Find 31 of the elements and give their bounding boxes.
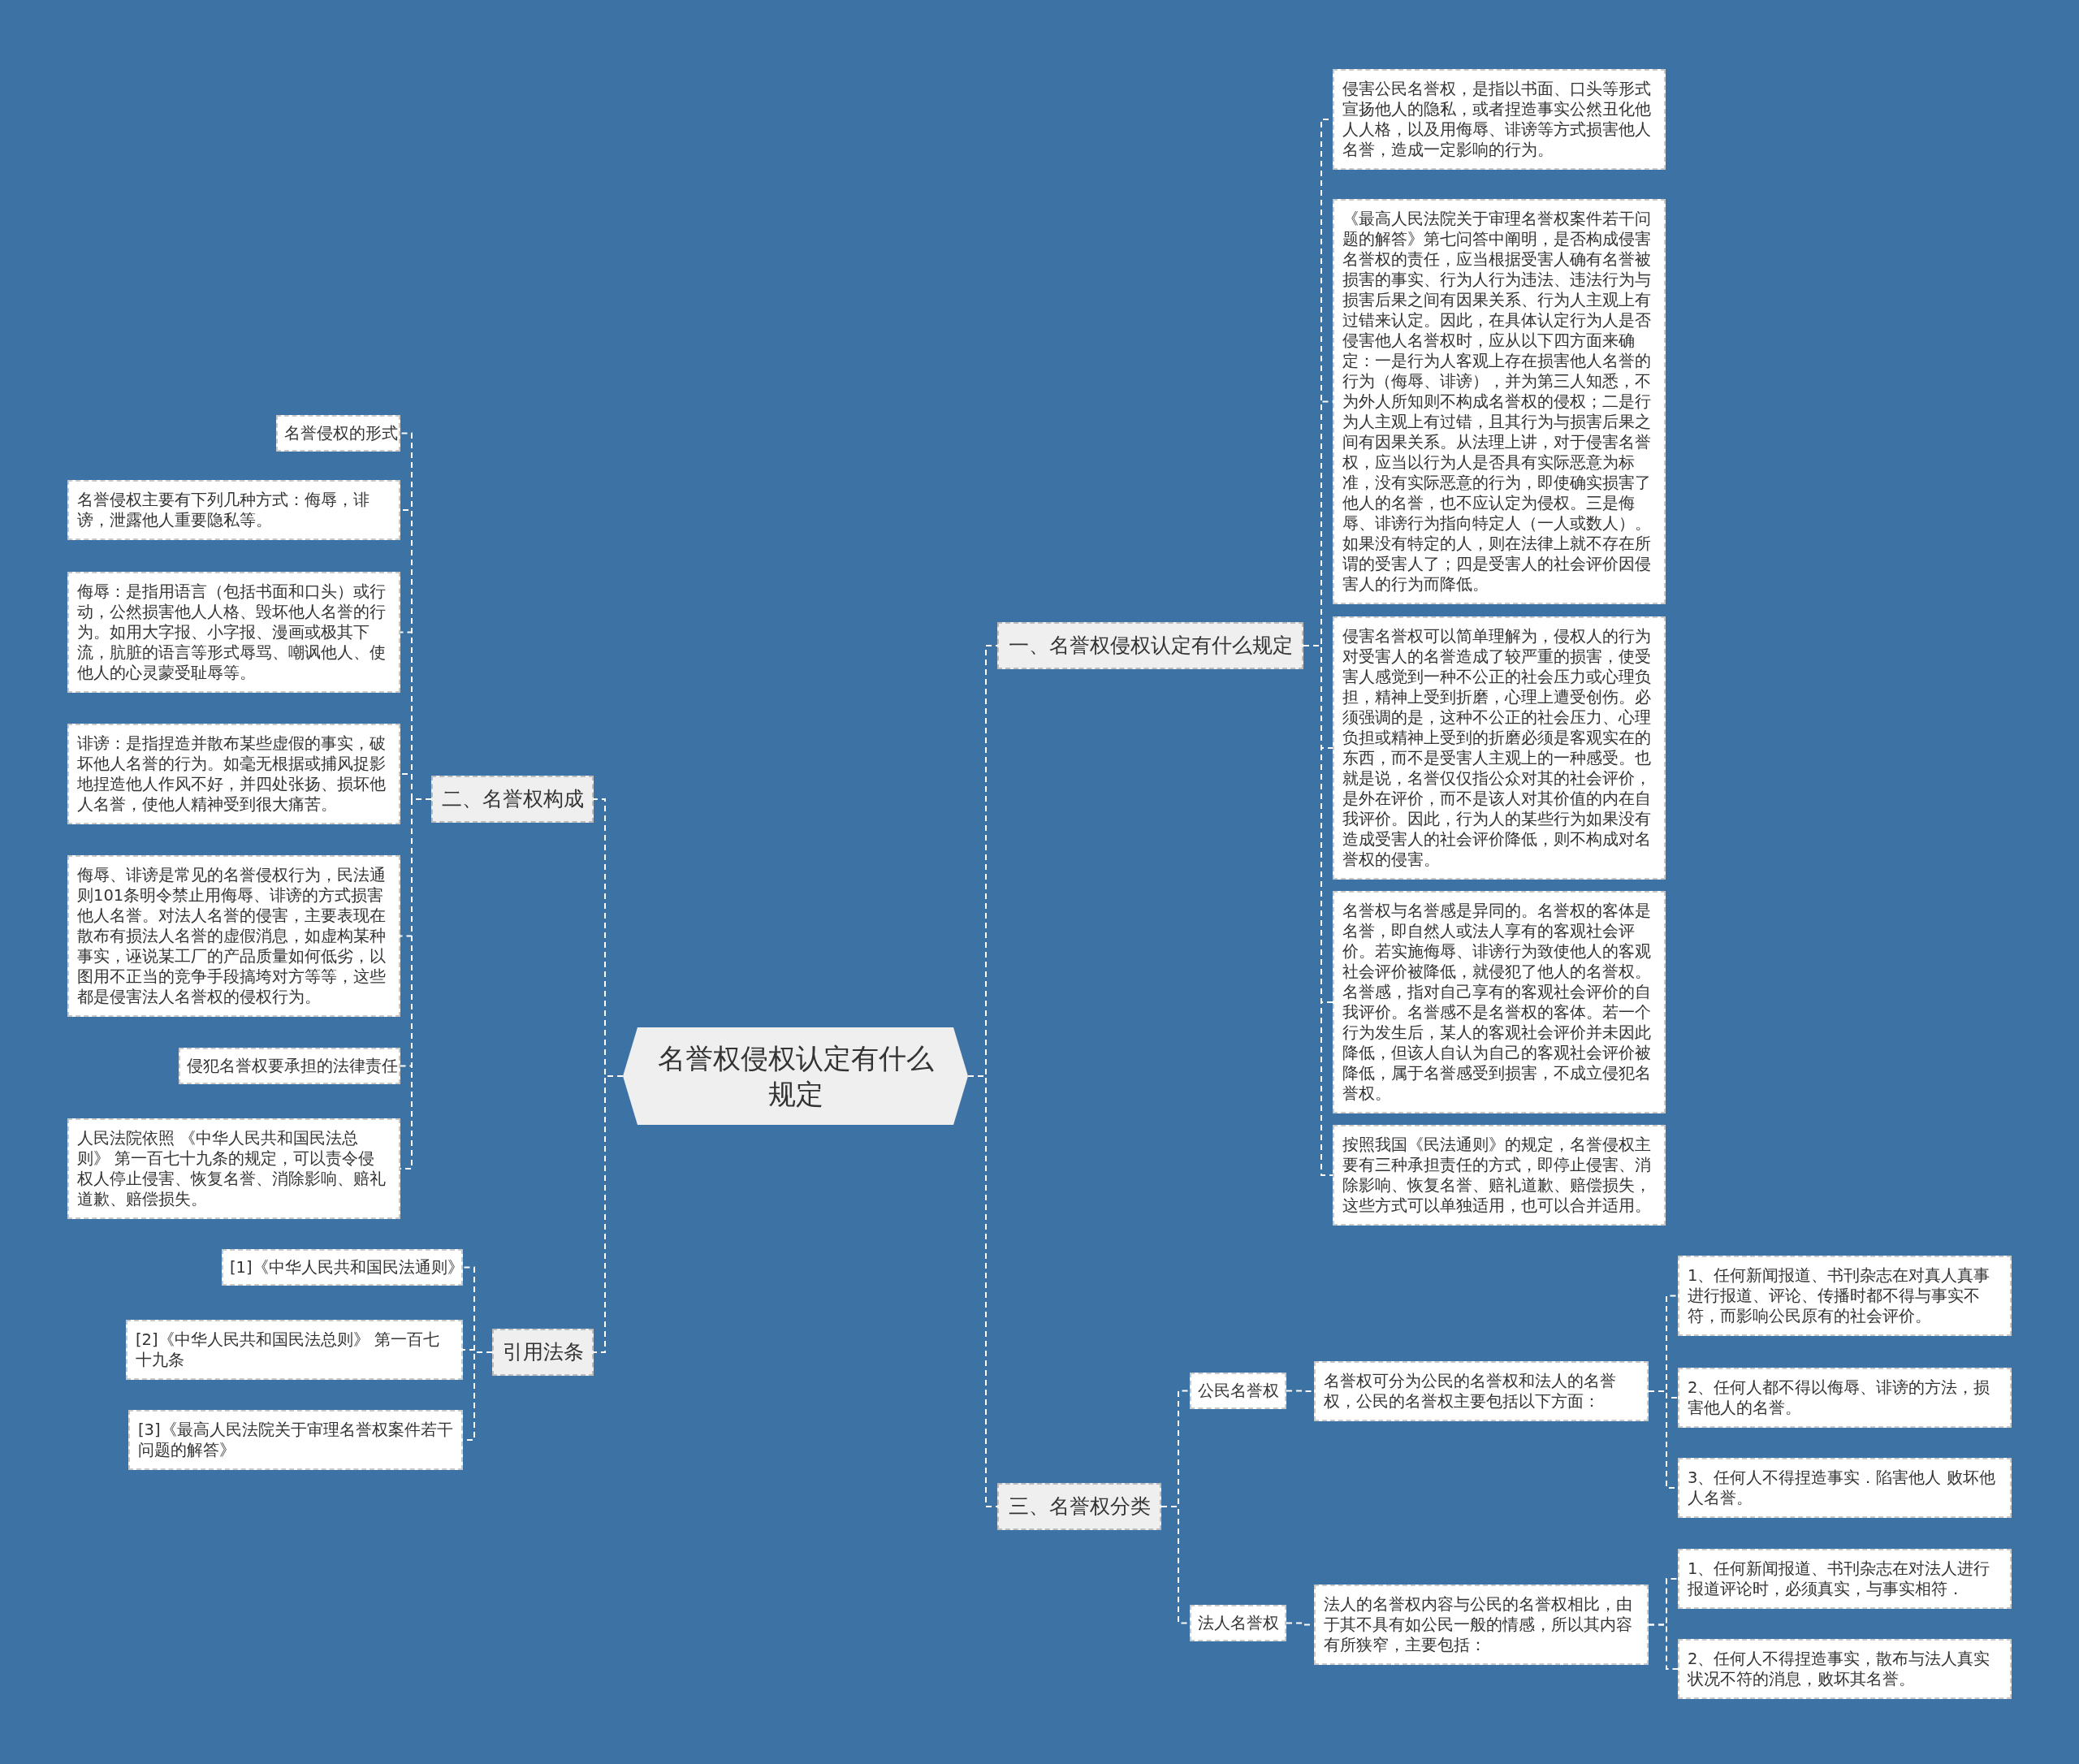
- text-box: 3、任何人不得捏造事实．陷害他人 败坏他人名誉。: [1678, 1458, 2012, 1518]
- subtopic-box: 公民名誉权: [1190, 1373, 1286, 1409]
- text-box: 侵害公民名誉权，是指以书面、口头等形式宣扬他人的隐私，或者捏造事实公然丑化他人人格，以及用侮辱、诽谤等方式损害他人名誉，造成一定影响的行为。: [1333, 69, 1666, 170]
- text-box: 侮辱：是指用语言（包括书面和口头）或行动，公然损害他人人格、毁坏他人名誉的行为。如用大字报、小字报、漫画或极其下流，肮脏的语言等形式辱骂、嘲讽他人、使他人的心灵蒙受耻辱等。: [67, 572, 400, 693]
- connector-line: [1648, 1623, 1679, 1670]
- text-box: 名誉权与名誉感是异同的。名誉权的客体是名誉，即自然人或法人享有的客观社会评价。若实施侮辱、诽谤行为致使他人的客观社会评价被降低，就侵犯了他人的名誉权。名誉感，指对自己享有的客观社会评价的自我评价。名誉感不是名誉权的客体。若一个行为发生后，某人的客观社会评价并未因此降低，但该人自认为自己的客观社会评价被降低，属于名誉感受到损害，不成立侵犯名誉权。: [1333, 891, 1666, 1113]
- connector-line: [593, 1075, 624, 1353]
- text-box: 诽谤：是指捏造并散布某些虚假的事实，破坏他人名誉的行为。如毫无根据或捕风捉影地捏造他人作风不好，并四处张扬、损坏他人名誉，使他人精神受到很大痛苦。: [67, 724, 400, 824]
- text-box: 人民法院依照 《中华人民共和国民法总则》 第一百七十九条的规定，可以责令侵权人停止侵害、恢复名誉、消除影响、赔礼道歉、赔偿损失。: [67, 1118, 400, 1219]
- text-box: [2]《中华人民共和国民法总则》 第一百七十九条: [126, 1320, 463, 1380]
- text-box: 名誉权可分为公民的名誉权和法人的名誉权，公民的名誉权主要包括以下方面：: [1314, 1361, 1649, 1421]
- text-box: 2、任何人都不得以侮辱、诽谤的方法，损害他人的名誉。: [1678, 1368, 2012, 1428]
- subtopic-box: 名誉侵权的形式: [276, 415, 400, 452]
- subtopic-box: 侵犯名誉权要承担的法律责任: [179, 1048, 400, 1084]
- central-topic: 名誉权侵权认定有什么规定: [623, 1027, 968, 1125]
- topic-box: 一、名誉权侵权认定有什么规定: [997, 622, 1303, 669]
- text-box: 2、任何人不得捏造事实，散布与法人真实状况不符的消息，败坏其名誉。: [1678, 1639, 2012, 1699]
- text-box: 按照我国《民法通则》的规定，名誉侵权主要有三种承担责任的方式，即停止侵害、消除影响、恢复名誉、赔礼道歉、赔偿损失，这些方式可以单独适用，也可以合并适用。: [1333, 1125, 1666, 1226]
- text-box: 侮辱、诽谤是常见的名誉侵权行为，民法通则101条明令禁止用侮辱、诽谤的方式损害他人名誉。对法人名誉的侵害，主要表现在散布有损法人名誉的虚假消息，如虚构某种事实，诬说某工厂的产品质量如何低劣，以图用不正当的竞争手段搞垮对方等等，这些都是侵害法人名誉权的侵权行为。: [67, 855, 400, 1017]
- text-box: 1、任何新闻报道、书刊杂志在对法人进行报道评论时，必须真实，与事实相符．: [1678, 1549, 2012, 1609]
- subtopic-box: 法人名誉权: [1190, 1605, 1286, 1641]
- topic-box: 三、名誉权分类: [997, 1483, 1161, 1530]
- topic-box: 引用法条: [492, 1329, 594, 1376]
- text-box: 名誉侵权主要有下列几种方式：侮辱，诽谤，泄露他人重要隐私等。: [67, 480, 400, 540]
- text-box: 法人的名誉权内容与公民的名誉权相比，由于其不具有如公民一般的情感，所以其内容有所狭窄，主要包括：: [1314, 1585, 1649, 1665]
- topic-box: 二、名誉权构成: [431, 776, 594, 823]
- text-box: 侵害名誉权可以简单理解为，侵权人的行为对受害人的名誉造成了较严重的损害，使受害人感觉到一种不公正的社会压力或心理负担，精神上受到折磨，心理上遭受创伤。必须强调的是，这种不公正的社会压力、心理负担或精神上受到的折磨必须是客观实在的东西，而不是受害人主观上的一种感受。也就是说，名誉仅仅指公众对其的社会评价，是外在评价，而不是该人对其价值的内在自我评价。因此，行为人的某些行为如果没有造成受害人的社会评价降低，则不构成对名誉权的侵害。: [1333, 616, 1666, 880]
- text-box: 1、任何新闻报道、书刊杂志在对真人真事进行报道、评论、传播时都不得与事实不符，而影响公民原有的社会评价。: [1678, 1256, 2012, 1336]
- subtopic-box: [1]《中华人民共和国民法通则》: [222, 1249, 463, 1286]
- text-box: [3]《最高人民法院关于审理名誉权案件若干问题的解答》: [128, 1410, 463, 1470]
- text-box: 《最高人民法院关于审理名誉权案件若干问题的解答》第七问答中阐明，是否构成侵害名誉权的责任，应当根据受害人确有名誉被损害的事实、行为人行为违法、违法行为与损害后果之间有因果关系、行为人主观上有过错来认定。因此，在具体认定行为人是否侵害他人名誉权时，应从以下四方面来确定：一是行为人客观上存在损害他人名誉的行为（侮辱、诽谤），并为第三人知悉，不为外人所知则不构成名誉权的侵权；二是行为人主观上有过错，且其行为与损害后果之间有因果关系。从法理上讲，对于侵害名誉权，应当以行为人是否具有实际恶意为标准，没有实际恶意的行为，即使确实损害了他人的名誉，也不应认定为侵权。三是侮辱、诽谤行为指向特定人（一人或数人）。如果没有特定的人，则在法律上就不存在所谓的受害人了；四是受害人的社会评价因侵害人的行为而降低。: [1333, 199, 1666, 604]
